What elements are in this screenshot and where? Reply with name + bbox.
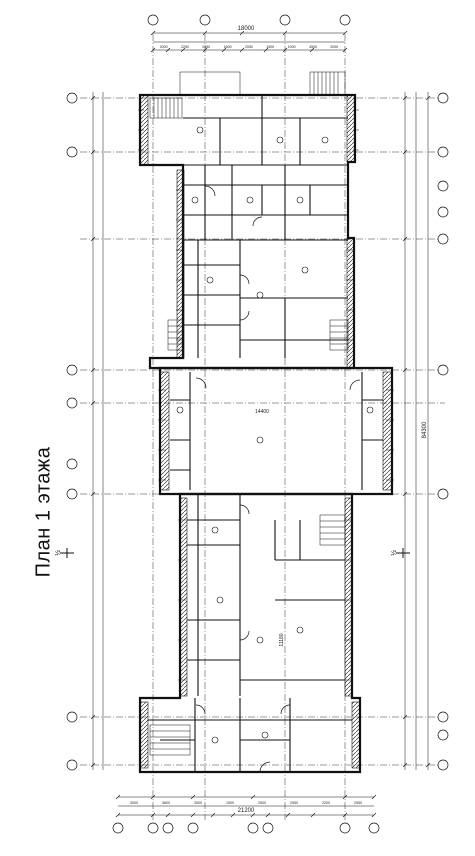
windows bbox=[138, 109, 394, 681]
hall-width-label: 14400 bbox=[255, 409, 269, 415]
dimension-value: 2000 bbox=[330, 45, 338, 49]
dimension-value: 2550 bbox=[202, 45, 210, 49]
staircases bbox=[149, 71, 349, 756]
section-mark-label: ½ bbox=[54, 550, 62, 556]
dimension-value: 3500 bbox=[194, 801, 202, 805]
right-overall-dimension: 84300 bbox=[422, 421, 428, 438]
room-tags bbox=[176, 126, 374, 744]
dimension-value: 2000 bbox=[160, 45, 168, 49]
dimension-value: 3800 bbox=[162, 801, 170, 805]
dimension-value: 2250 bbox=[181, 45, 189, 49]
top-dimension-segments: 2000 2250 2550 1600 2050 1500 1000 4500 2000 bbox=[160, 45, 339, 49]
dimension-value: 2500 bbox=[258, 801, 266, 805]
dimension-value: 1600 bbox=[224, 45, 232, 49]
dimension-value: 4500 bbox=[309, 45, 317, 49]
hatched-walls bbox=[139, 94, 393, 769]
interior-walls bbox=[148, 95, 383, 772]
dimension-value: 3000 bbox=[130, 801, 138, 805]
dimension-ticks bbox=[90, 30, 431, 818]
section-marks bbox=[60, 548, 410, 558]
dimension-lines bbox=[92, 32, 429, 816]
axis-bubbles bbox=[66, 14, 449, 834]
dimension-value: 1500 bbox=[266, 45, 274, 49]
dimension-value: 2200 bbox=[322, 801, 330, 805]
dimension-value: 2550 bbox=[354, 801, 362, 805]
dimension-value: 2050 bbox=[245, 45, 253, 49]
bottom-overall-dimension: 21200 bbox=[238, 808, 255, 814]
dimension-value: 2550 bbox=[290, 801, 298, 805]
bottom-dimension-segments: 3000 3800 3500 1500 2500 2550 2200 2550 bbox=[130, 801, 362, 805]
south-hall-label: 11180 bbox=[279, 633, 285, 646]
section-mark-label-right: ½ bbox=[390, 550, 398, 556]
top-overall-dimension: 18000 bbox=[238, 26, 255, 32]
dimension-value: 1500 bbox=[226, 801, 234, 805]
dimension-value: 1000 bbox=[288, 45, 296, 49]
doors bbox=[195, 185, 361, 773]
